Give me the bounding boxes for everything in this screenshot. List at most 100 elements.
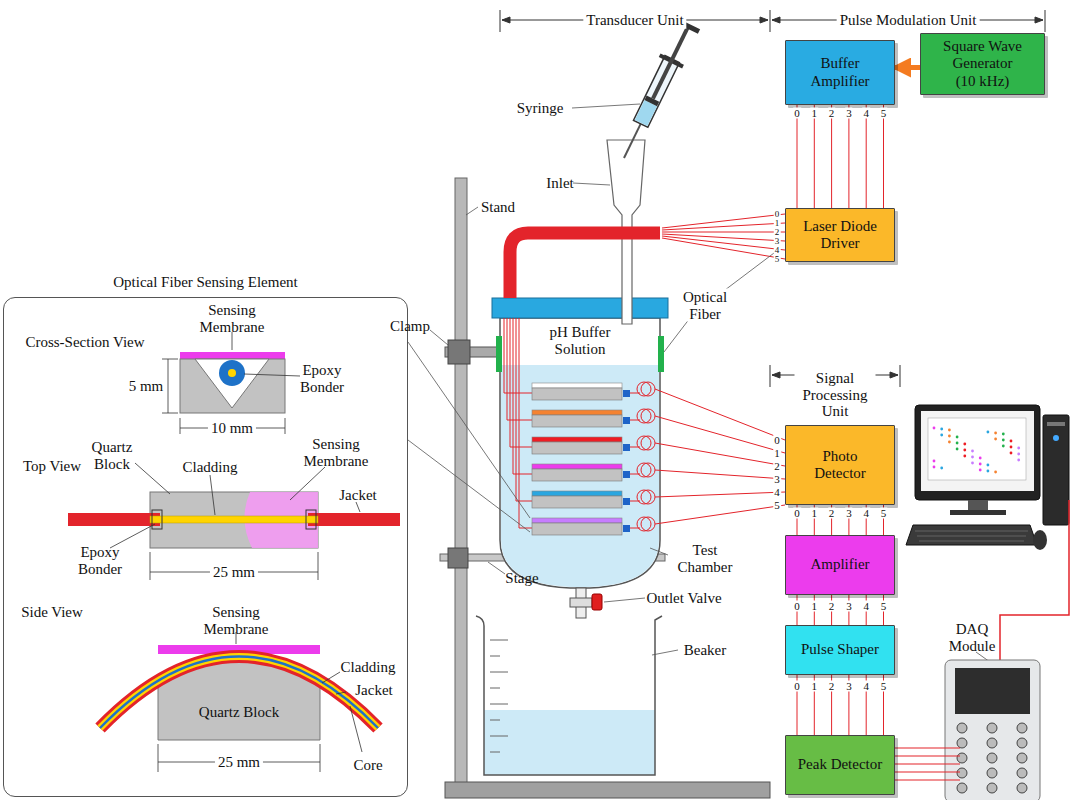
sensing-element (630, 389, 785, 440)
sensing-element (630, 505, 785, 528)
stand (445, 782, 770, 798)
computer (963, 455, 966, 458)
leader-line (408, 440, 530, 532)
leader-line (573, 183, 610, 185)
pin-number: 4 (862, 681, 870, 692)
beaker (490, 640, 508, 752)
side-view (100, 632, 378, 772)
part-label: Side View (21, 604, 83, 621)
computer (1047, 422, 1065, 426)
leader-line (604, 598, 645, 602)
connector-line (814, 105, 815, 208)
cross-section-view (162, 359, 178, 360)
side-view (100, 657, 378, 729)
connector-line (883, 105, 884, 208)
leader-line (466, 207, 478, 215)
leader-line (408, 342, 530, 518)
computer (956, 448, 959, 451)
computer (940, 434, 943, 437)
amplifier-box: Amplifier (785, 535, 895, 595)
pin-number: 1 (774, 219, 781, 228)
computer (963, 449, 966, 452)
signal-arrow (895, 67, 920, 68)
part-label: Stand (481, 199, 515, 216)
side-view (100, 657, 378, 729)
sensing-element (532, 523, 622, 535)
sensing-element (623, 525, 630, 532)
part-label: Top View (23, 458, 81, 475)
part-label: Stage (505, 570, 538, 587)
part-label: Cross-Section View (25, 334, 144, 351)
box-label: Square Wave Generator (10 kHz) (942, 38, 1024, 90)
connector-line (797, 105, 798, 208)
beaker (490, 656, 500, 657)
computer (1010, 452, 1013, 455)
computer (956, 442, 959, 445)
box-label: Buffer Amplifier (800, 55, 880, 90)
computer (987, 464, 990, 467)
side-view (350, 706, 362, 752)
beaker (490, 720, 500, 721)
sensing-element (623, 471, 630, 478)
top-view (318, 552, 319, 580)
box-label: Pulse Shaper (790, 641, 890, 658)
computer (971, 450, 974, 453)
daq-module (987, 768, 997, 778)
sensing-element (630, 470, 785, 479)
optical-fiber (510, 233, 660, 298)
detector-box: Peak Detector (785, 735, 895, 795)
computer (1002, 439, 1005, 442)
computer (948, 435, 951, 438)
computer (1033, 530, 1047, 550)
pin-number: 0 (793, 601, 801, 612)
syringe (624, 124, 641, 158)
sensing-element (641, 517, 655, 531)
cross-section-view (244, 374, 300, 376)
daq-module (955, 668, 1030, 714)
side-view (158, 744, 159, 772)
top-view (150, 492, 318, 548)
sensing-element (637, 436, 651, 450)
computer (994, 471, 997, 474)
beaker (490, 688, 500, 689)
beaker (490, 704, 508, 705)
sensing-element (637, 517, 651, 531)
leader-line (664, 318, 690, 352)
leader-line (408, 104, 990, 662)
signal-wires (797, 675, 884, 735)
sensing-element (623, 498, 630, 505)
side-view (320, 744, 321, 772)
computer (933, 460, 936, 463)
leader-line (725, 250, 778, 290)
beaker (490, 752, 500, 753)
stand (455, 178, 467, 784)
clamp (445, 336, 664, 372)
computer (956, 436, 959, 439)
beaker (490, 672, 508, 673)
top-view (290, 467, 325, 500)
leader-line (652, 650, 678, 655)
connector-line (848, 105, 849, 208)
part-label: Sensing Membrane (192, 302, 272, 335)
part-label: Epoxy Bonder (70, 544, 130, 577)
top-view (152, 510, 162, 529)
cross-section-view (195, 359, 269, 408)
detector-box: Photo Detector (785, 425, 895, 505)
part-label: Transducer Unit (583, 12, 686, 29)
computer (1017, 447, 1020, 450)
syringe (612, 18, 701, 163)
computer (994, 432, 997, 435)
stage-bar (448, 548, 468, 568)
shaper-box: Pulse Shaper (785, 625, 895, 675)
beaker (490, 736, 508, 737)
pin-number: 3 (774, 237, 781, 246)
clamp (448, 340, 470, 364)
pin-number: 5 (774, 255, 781, 264)
daq-module (957, 723, 967, 733)
signal-wires (797, 505, 884, 535)
sensing-element (637, 409, 651, 423)
leader-line (430, 330, 448, 345)
computer (933, 427, 936, 430)
pin-number: 5 (880, 508, 888, 519)
part-label: Optical Fiber (672, 289, 738, 322)
